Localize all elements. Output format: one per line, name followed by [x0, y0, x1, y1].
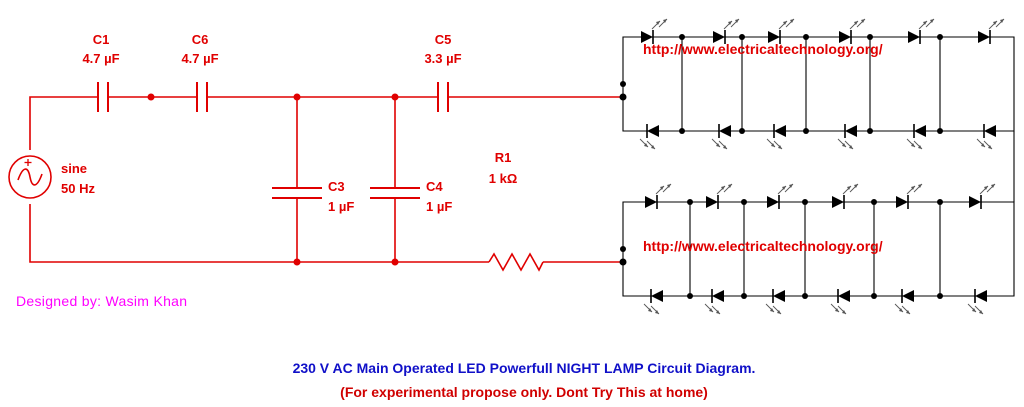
ac-source-symbol [8, 155, 52, 199]
led-icon [639, 124, 659, 150]
led-icon [704, 289, 724, 315]
source-type: sine [61, 161, 87, 176]
led-icon [969, 183, 996, 209]
led-icon [906, 124, 926, 150]
led-icon [967, 289, 987, 315]
component-labels: C1 4.7 µF C6 4.7 µF C5 3.3 µF C3 1 µF C4… [61, 32, 517, 214]
c3-name: C3 [328, 179, 345, 194]
led-icon [766, 124, 786, 150]
c6-value: 4.7 µF [181, 51, 218, 66]
capacitor-c1-symbol [97, 82, 109, 112]
led-icon [706, 183, 733, 209]
led-icon [643, 289, 663, 315]
capacitor-c6-symbol [196, 82, 208, 112]
r1-value: 1 kΩ [489, 171, 518, 186]
led-icon [830, 289, 850, 315]
c4-value: 1 µF [426, 199, 452, 214]
led-icon [894, 289, 914, 315]
led-icon [768, 18, 795, 44]
diagram-title: 230 V AC Main Operated LED Powerfull NIG… [293, 360, 756, 376]
watermark-bottom: http://www.electricaltechnology.org/ [643, 238, 883, 254]
led-banks [619, 18, 1015, 315]
c3-value: 1 µF [328, 199, 354, 214]
designer-credit: Designed by: Wasim Khan [16, 293, 187, 309]
led-icon [832, 183, 859, 209]
c1-name: C1 [93, 32, 110, 47]
led-icon [896, 183, 923, 209]
capacitor-c4-symbol [370, 187, 420, 199]
led-icon [767, 183, 794, 209]
c5-value: 3.3 µF [424, 51, 461, 66]
led-icon [641, 18, 668, 44]
led-icon [837, 124, 857, 150]
led-icon [645, 183, 672, 209]
led-icon [765, 289, 785, 315]
r1-name: R1 [495, 150, 512, 165]
led-icon [978, 18, 1005, 44]
c1-value: 4.7 µF [82, 51, 119, 66]
resistor-r1-symbol [488, 252, 544, 272]
diagram-warning: (For experimental propose only. Dont Try… [340, 384, 708, 400]
c4-name: C4 [426, 179, 443, 194]
c5-name: C5 [435, 32, 452, 47]
watermark-top: http://www.electricaltechnology.org/ [643, 41, 883, 57]
led-icon [711, 124, 731, 150]
circuit-junctions [147, 93, 399, 266]
led-icon [976, 124, 996, 150]
c6-name: C6 [192, 32, 209, 47]
led-icon [713, 18, 740, 44]
capacitor-c3-symbol [272, 187, 322, 199]
circuit-wiring [29, 96, 623, 263]
led-icon [839, 18, 866, 44]
source-frequency: 50 Hz [61, 181, 95, 196]
capacitor-c5-symbol [437, 82, 449, 112]
led-icon [908, 18, 935, 44]
